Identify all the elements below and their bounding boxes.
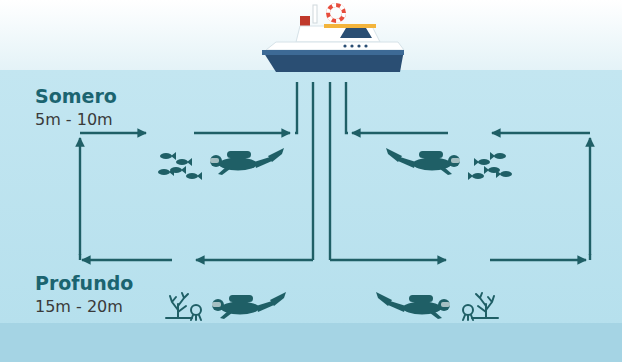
- depth-range: 5m - 10m: [35, 110, 113, 129]
- depth-zone-title: Somero: [35, 85, 117, 107]
- depth-range: 15m - 20m: [35, 297, 123, 316]
- depth-zone-title: Profundo: [35, 272, 133, 294]
